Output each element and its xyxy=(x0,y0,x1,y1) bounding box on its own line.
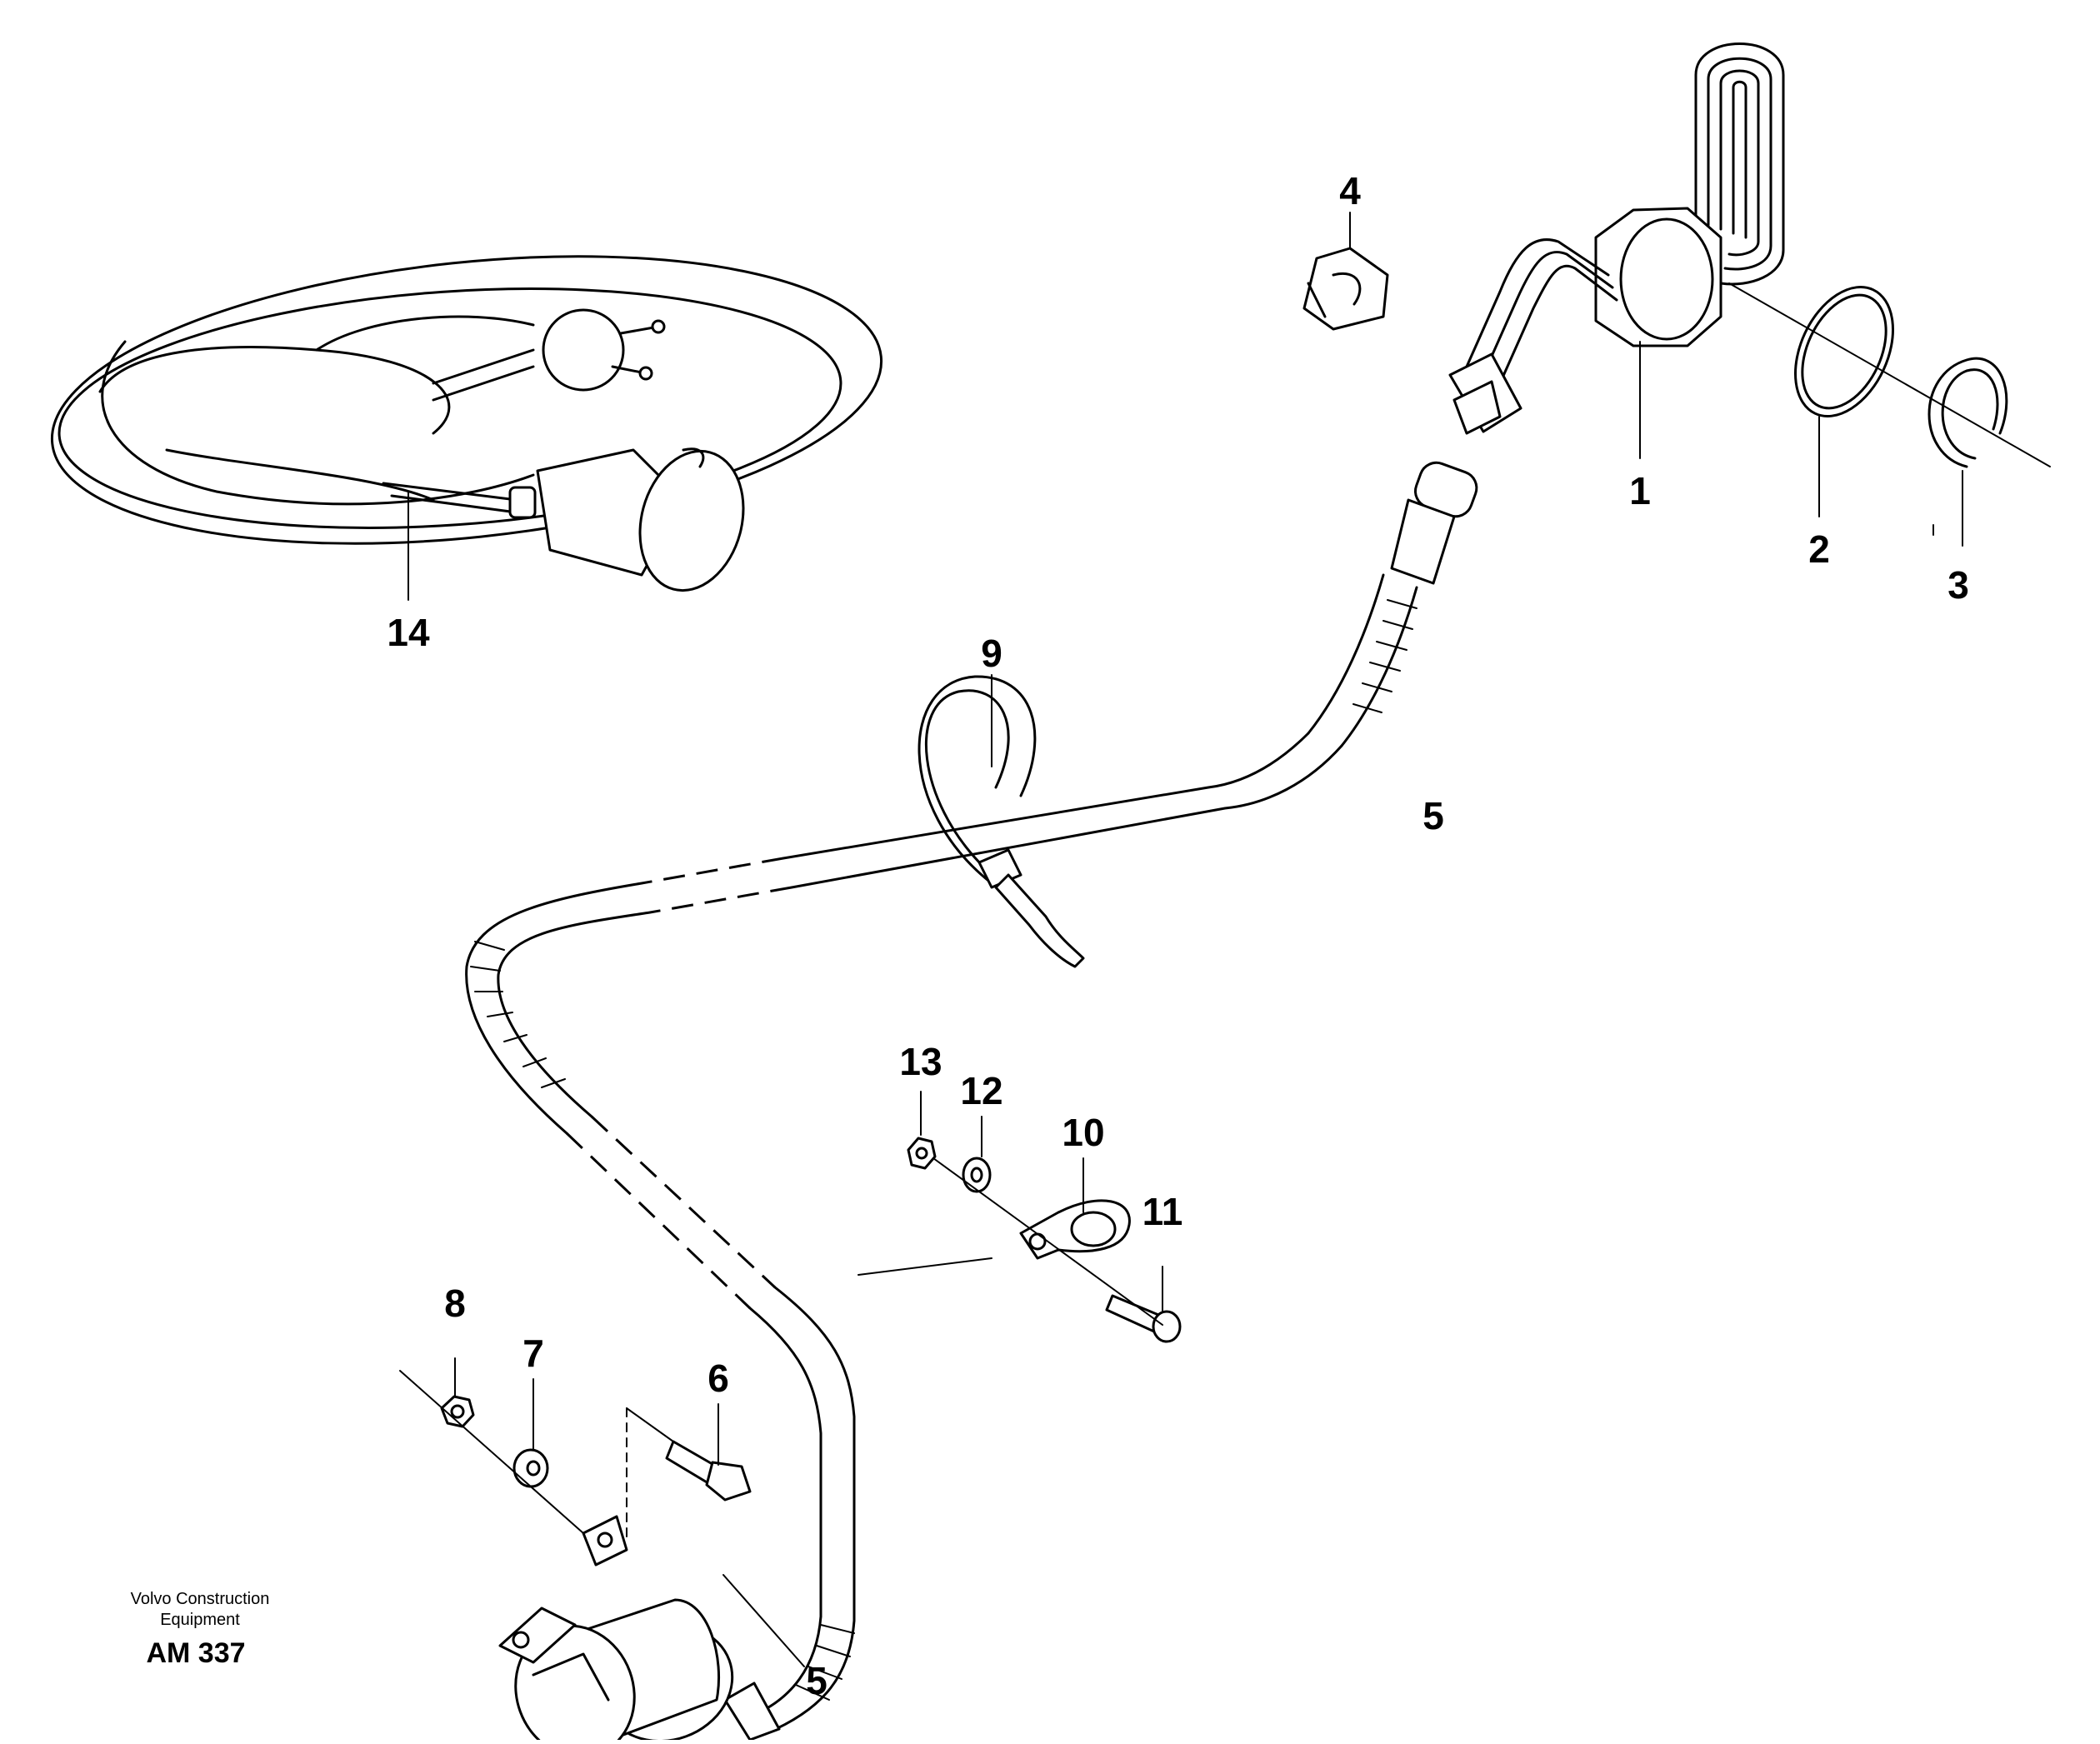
bolt-axis-line xyxy=(626,1407,674,1442)
caption-line-2: Equipment xyxy=(160,1611,240,1629)
callout-8: 8 xyxy=(444,1282,466,1325)
o-ring xyxy=(1794,286,1894,517)
mounting-bolt xyxy=(665,1403,752,1502)
callout-2: 2 xyxy=(1808,527,1830,571)
callout-12: 12 xyxy=(960,1069,1002,1112)
heater-element xyxy=(1448,42,1785,459)
clip-axis-line xyxy=(932,1157,1163,1326)
callout-6: 6 xyxy=(708,1357,729,1400)
cable-clip xyxy=(1019,1157,1131,1260)
extension-cable-coil xyxy=(50,255,883,601)
mounting-nut xyxy=(440,1357,475,1428)
caption-line-1: Volvo Construction xyxy=(131,1590,270,1608)
callout-14: 14 xyxy=(387,611,430,654)
mounting-washer xyxy=(512,1378,549,1488)
drawing-id: AM 337 xyxy=(146,1637,245,1669)
heater-cable xyxy=(465,461,1478,1744)
callout-3: 3 xyxy=(1948,563,1969,607)
mounting-axis-line xyxy=(399,1370,584,1534)
clip-washer xyxy=(962,1116,992,1193)
callout-1: 1 xyxy=(1629,469,1651,512)
callout-4: 4 xyxy=(1339,169,1361,212)
callout-9: 9 xyxy=(981,632,1002,675)
protective-cap xyxy=(1302,212,1389,331)
clip-bolt xyxy=(1105,1266,1182,1343)
callout-11: 11 xyxy=(1142,1190,1183,1233)
callout-13: 13 xyxy=(899,1040,942,1083)
callout-5-lower: 5 xyxy=(806,1659,828,1702)
callout-10: 10 xyxy=(1062,1111,1104,1154)
cable-tie xyxy=(918,674,1085,968)
callout-5-upper: 5 xyxy=(1422,794,1444,837)
assembly-axis-line xyxy=(1728,282,2051,467)
circlip xyxy=(1928,357,2008,547)
clip-nut xyxy=(907,1091,937,1170)
callout-7: 7 xyxy=(522,1332,544,1375)
